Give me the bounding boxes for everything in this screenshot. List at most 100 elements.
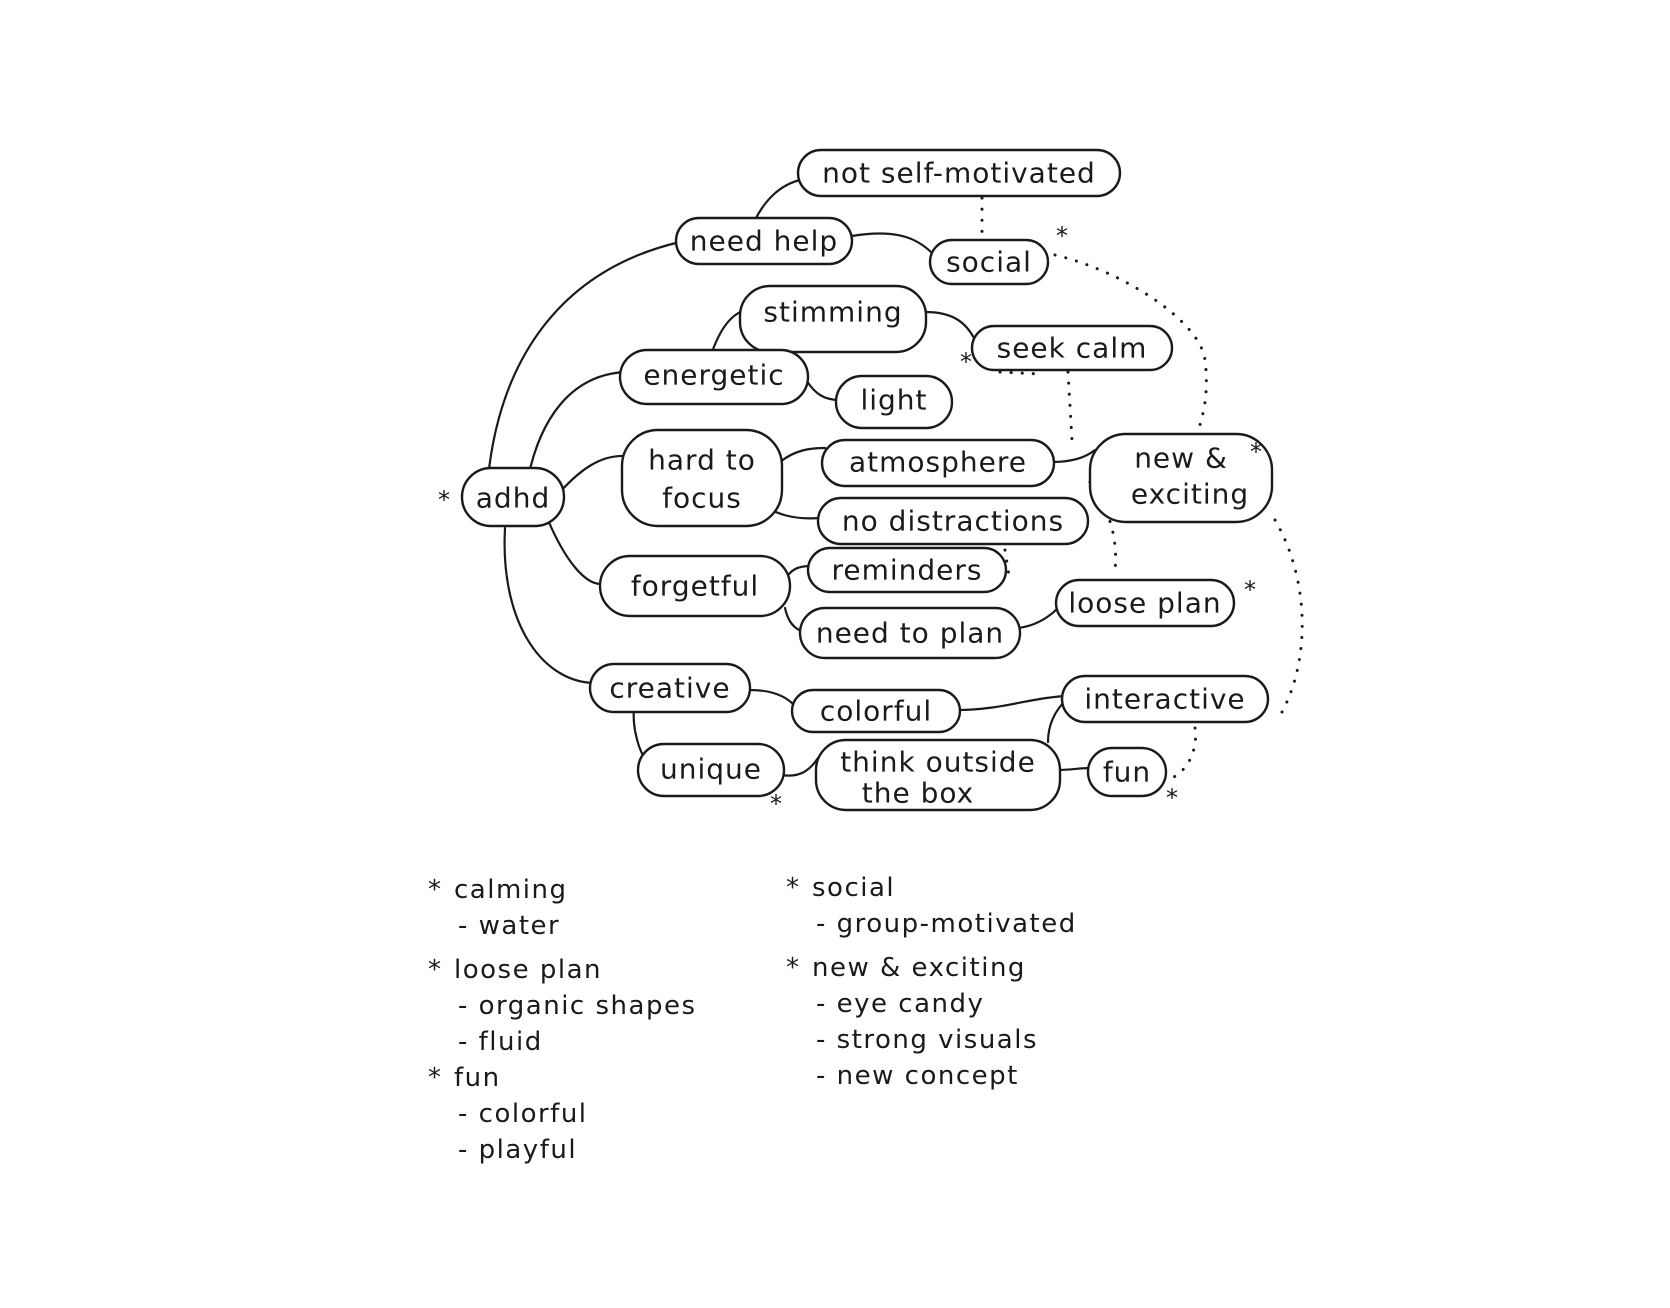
note-heading: * fun — [428, 1060, 697, 1096]
node-label-need-to-plan: need to plan — [816, 617, 1004, 650]
link-colorful-interactive — [956, 694, 1067, 712]
link-hard-to-focus-atmosphere — [778, 446, 827, 464]
node-no-distractions: no distractions — [816, 496, 1090, 546]
node-seek-calm: seek calm — [970, 324, 1174, 372]
note-heading-text: social — [812, 873, 896, 903]
dotted-new-exciting-interactive — [1273, 518, 1304, 714]
star-marker-seek-calm: * — [960, 348, 972, 376]
node-creative: creative — [588, 662, 752, 714]
link-think-outside-fun — [1056, 766, 1092, 772]
note-item: - group-motivated — [816, 909, 1077, 939]
link-creative-colorful — [748, 688, 797, 708]
node-interactive: interactive — [1060, 674, 1270, 724]
note-group-loose-plan: *loose plan - organic shapes - fluid — [428, 952, 697, 1060]
note-group-fun: * fun - colorful - playful — [428, 1060, 697, 1168]
node-label-reminders: reminders — [831, 554, 982, 587]
node-need-to-plan: need to plan — [798, 606, 1022, 660]
node-unique: unique — [636, 742, 786, 798]
node-not-self-motivated: not self-motivated — [796, 148, 1122, 198]
note-heading-text: new & exciting — [812, 953, 1026, 983]
node-label-new-exciting-line1: new & — [1134, 442, 1228, 475]
star-marker-social: * — [1056, 222, 1068, 250]
node-label-hard-to-focus-line1: hard to — [648, 444, 756, 477]
note-item: - water — [458, 911, 561, 941]
node-hard-to-focus: hard to focus — [620, 428, 784, 528]
note-heading: *loose plan — [428, 952, 697, 988]
note-heading-text: calming — [454, 875, 568, 905]
link-adhd-need-help — [486, 240, 682, 480]
link-adhd-creative — [503, 526, 594, 685]
node-energetic: energetic — [618, 348, 810, 406]
node-label-fun: fun — [1103, 756, 1151, 789]
link-need-help-social — [850, 232, 937, 258]
note-heading: *social — [786, 870, 1077, 906]
node-label-new-exciting-line2: exciting — [1131, 478, 1249, 511]
node-atmosphere: atmosphere — [820, 438, 1056, 488]
link-energetic-light — [803, 376, 842, 402]
note-item: - colorful — [458, 1099, 588, 1129]
note-group-calming: * calming - water — [428, 872, 697, 944]
notes-left-column: * calming - water *loose plan - organic s… — [428, 872, 697, 1168]
note-heading: *new & exciting — [786, 950, 1077, 986]
node-reminders: reminders — [806, 546, 1008, 594]
node-label-no-distractions: no distractions — [842, 505, 1064, 538]
node-label-stimming: stimming — [763, 296, 902, 329]
note-item: - strong visuals — [816, 1025, 1038, 1055]
node-label-light: light — [860, 384, 927, 417]
node-adhd: adhd — [460, 466, 566, 528]
link-adhd-energetic — [526, 370, 627, 480]
node-label-colorful: colorful — [820, 695, 932, 728]
node-need-help: need help — [674, 216, 854, 266]
node-label-interactive: interactive — [1084, 683, 1245, 716]
note-heading: * calming — [428, 872, 697, 908]
star-marker-loose-plan: * — [1244, 576, 1256, 604]
note-group-social: *social - group-motivated — [786, 870, 1077, 942]
node-forgetful: forgetful — [598, 554, 792, 618]
node-think-outside-the-box: think outside the box — [814, 738, 1062, 812]
note-star: * — [428, 875, 443, 905]
link-need-to-plan-loose-plan — [1016, 606, 1060, 630]
note-item: - eye candy — [816, 989, 985, 1019]
note-item: - fluid — [458, 1027, 543, 1057]
note-star: * — [428, 1063, 443, 1093]
node-stimming: stimming — [738, 284, 928, 354]
node-label-creative: creative — [609, 672, 730, 705]
node-fun: fun — [1086, 746, 1168, 798]
nodes: adhd need help not self-motivated social… — [460, 148, 1274, 812]
node-label-think-outside-line1: think outside — [840, 746, 1036, 779]
node-label-atmosphere: atmosphere — [849, 446, 1027, 479]
node-label-hard-to-focus-line2: focus — [662, 482, 742, 515]
link-adhd-hard-to-focus — [558, 454, 627, 494]
node-new-exciting: new & exciting — [1088, 432, 1274, 524]
note-item: - playful — [458, 1135, 578, 1165]
node-label-energetic: energetic — [643, 359, 784, 392]
node-label-forgetful: forgetful — [631, 570, 759, 603]
node-label-social: social — [946, 246, 1032, 279]
dotted-interactive-fun — [1170, 726, 1198, 780]
star-marker-new-exciting: * — [1250, 438, 1262, 466]
node-label-think-outside-line2: the box — [862, 777, 974, 810]
link-need-help-not-self-motivated — [753, 178, 802, 222]
node-light: light — [834, 374, 954, 430]
dotted-seek-calm-star — [998, 370, 1042, 376]
star-marker-adhd: * — [438, 486, 450, 514]
link-stimming-seek-calm — [923, 310, 977, 342]
dotted-social-new-exciting — [1053, 253, 1208, 442]
note-heading-text: fun — [454, 1063, 501, 1093]
notes-right-column: *social - group-motivated *new & excitin… — [786, 870, 1077, 1094]
node-social: social — [928, 238, 1050, 286]
link-atmosphere-new-exciting — [1050, 448, 1097, 464]
node-colorful: colorful — [790, 688, 962, 734]
node-label-loose-plan: loose plan — [1068, 587, 1221, 620]
node-label-need-help: need help — [690, 225, 838, 258]
dotted-seek-calm-atmosphere — [1066, 370, 1074, 442]
note-star: * — [428, 955, 443, 985]
link-creative-unique — [632, 706, 647, 760]
note-item: - new concept — [816, 1061, 1019, 1091]
link-adhd-forgetful — [546, 518, 604, 586]
note-group-new-exciting: *new & exciting - eye candy - strong vis… — [786, 950, 1077, 1094]
star-marker-fun: * — [1166, 784, 1178, 812]
node-label-adhd: adhd — [476, 482, 550, 515]
node-label-unique: unique — [660, 753, 762, 786]
